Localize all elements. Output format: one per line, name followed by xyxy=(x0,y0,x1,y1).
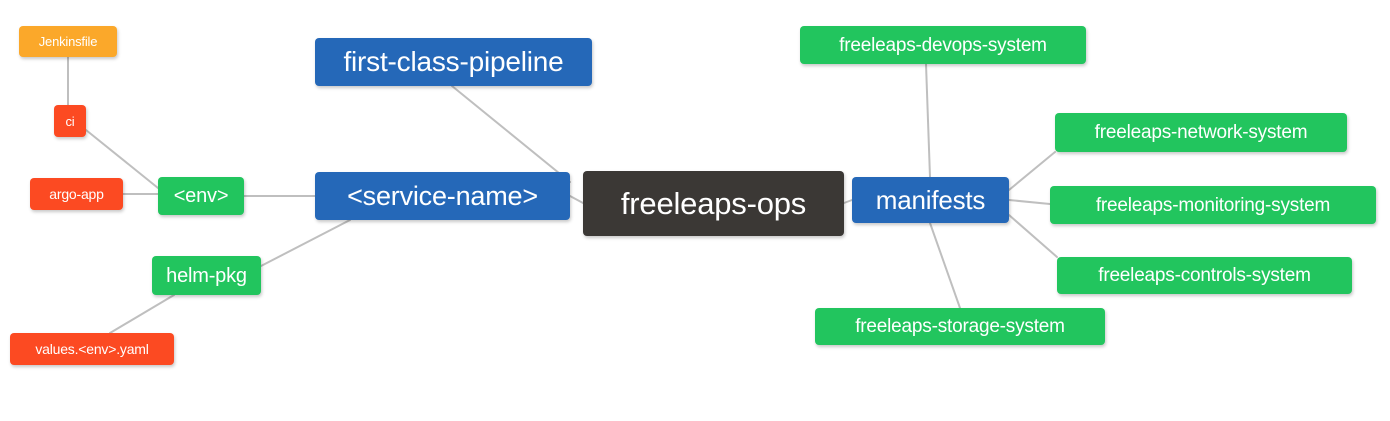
mindmap-node-ci[interactable]: ci xyxy=(54,105,86,137)
mindmap-node-freeleaps-storage-system[interactable]: freeleaps-storage-system xyxy=(815,308,1105,345)
mindmap-node-freeleaps-devops-system[interactable]: freeleaps-devops-system xyxy=(800,26,1086,64)
node-label-argo-app: argo-app xyxy=(49,186,104,202)
mindmap-node-freeleaps-controls-system[interactable]: freeleaps-controls-system xyxy=(1057,257,1352,294)
mindmap-node-argo-app[interactable]: argo-app xyxy=(30,178,123,210)
node-label-ci: ci xyxy=(65,113,75,129)
mindmap-node-freeleaps-network-system[interactable]: freeleaps-network-system xyxy=(1055,113,1347,152)
mindmap-node-jenkinsfile[interactable]: Jenkinsfile xyxy=(19,26,117,57)
mindmap-node-freeleaps-monitoring-system[interactable]: freeleaps-monitoring-system xyxy=(1050,186,1376,224)
node-label-freeleaps-devops-system: freeleaps-devops-system xyxy=(839,34,1047,56)
node-label-first-class-pipeline: first-class-pipeline xyxy=(343,46,564,77)
node-label-values-env-yaml: values.<env>.yaml xyxy=(35,341,149,357)
node-label-freeleaps-controls-system: freeleaps-controls-system xyxy=(1098,265,1311,286)
node-label-freeleaps-storage-system: freeleaps-storage-system xyxy=(855,316,1065,337)
node-label-service-name: <service-name> xyxy=(347,180,538,211)
node-label-env: <env> xyxy=(173,185,229,207)
node-label-helm-pkg: helm-pkg xyxy=(166,264,247,287)
node-label-freeleaps-ops: freeleaps-ops xyxy=(620,186,807,221)
mindmap-node-values-env-yaml[interactable]: values.<env>.yaml xyxy=(10,333,174,365)
node-label-manifests: manifests xyxy=(875,185,986,215)
mindmap-node-manifests[interactable]: manifests xyxy=(852,177,1009,223)
node-label-jenkinsfile: Jenkinsfile xyxy=(38,34,98,49)
node-label-freeleaps-network-system: freeleaps-network-system xyxy=(1094,122,1308,143)
mindmap-node-first-class-pipeline[interactable]: first-class-pipeline xyxy=(315,38,592,86)
mindmap-node-service-name[interactable]: <service-name> xyxy=(315,172,570,220)
mindmap-node-helm-pkg[interactable]: helm-pkg xyxy=(152,256,261,295)
node-label-freeleaps-monitoring-system: freeleaps-monitoring-system xyxy=(1095,194,1331,216)
mindmap-node-env[interactable]: <env> xyxy=(158,177,244,215)
mindmap-node-freeleaps-ops[interactable]: freeleaps-ops xyxy=(583,171,844,236)
